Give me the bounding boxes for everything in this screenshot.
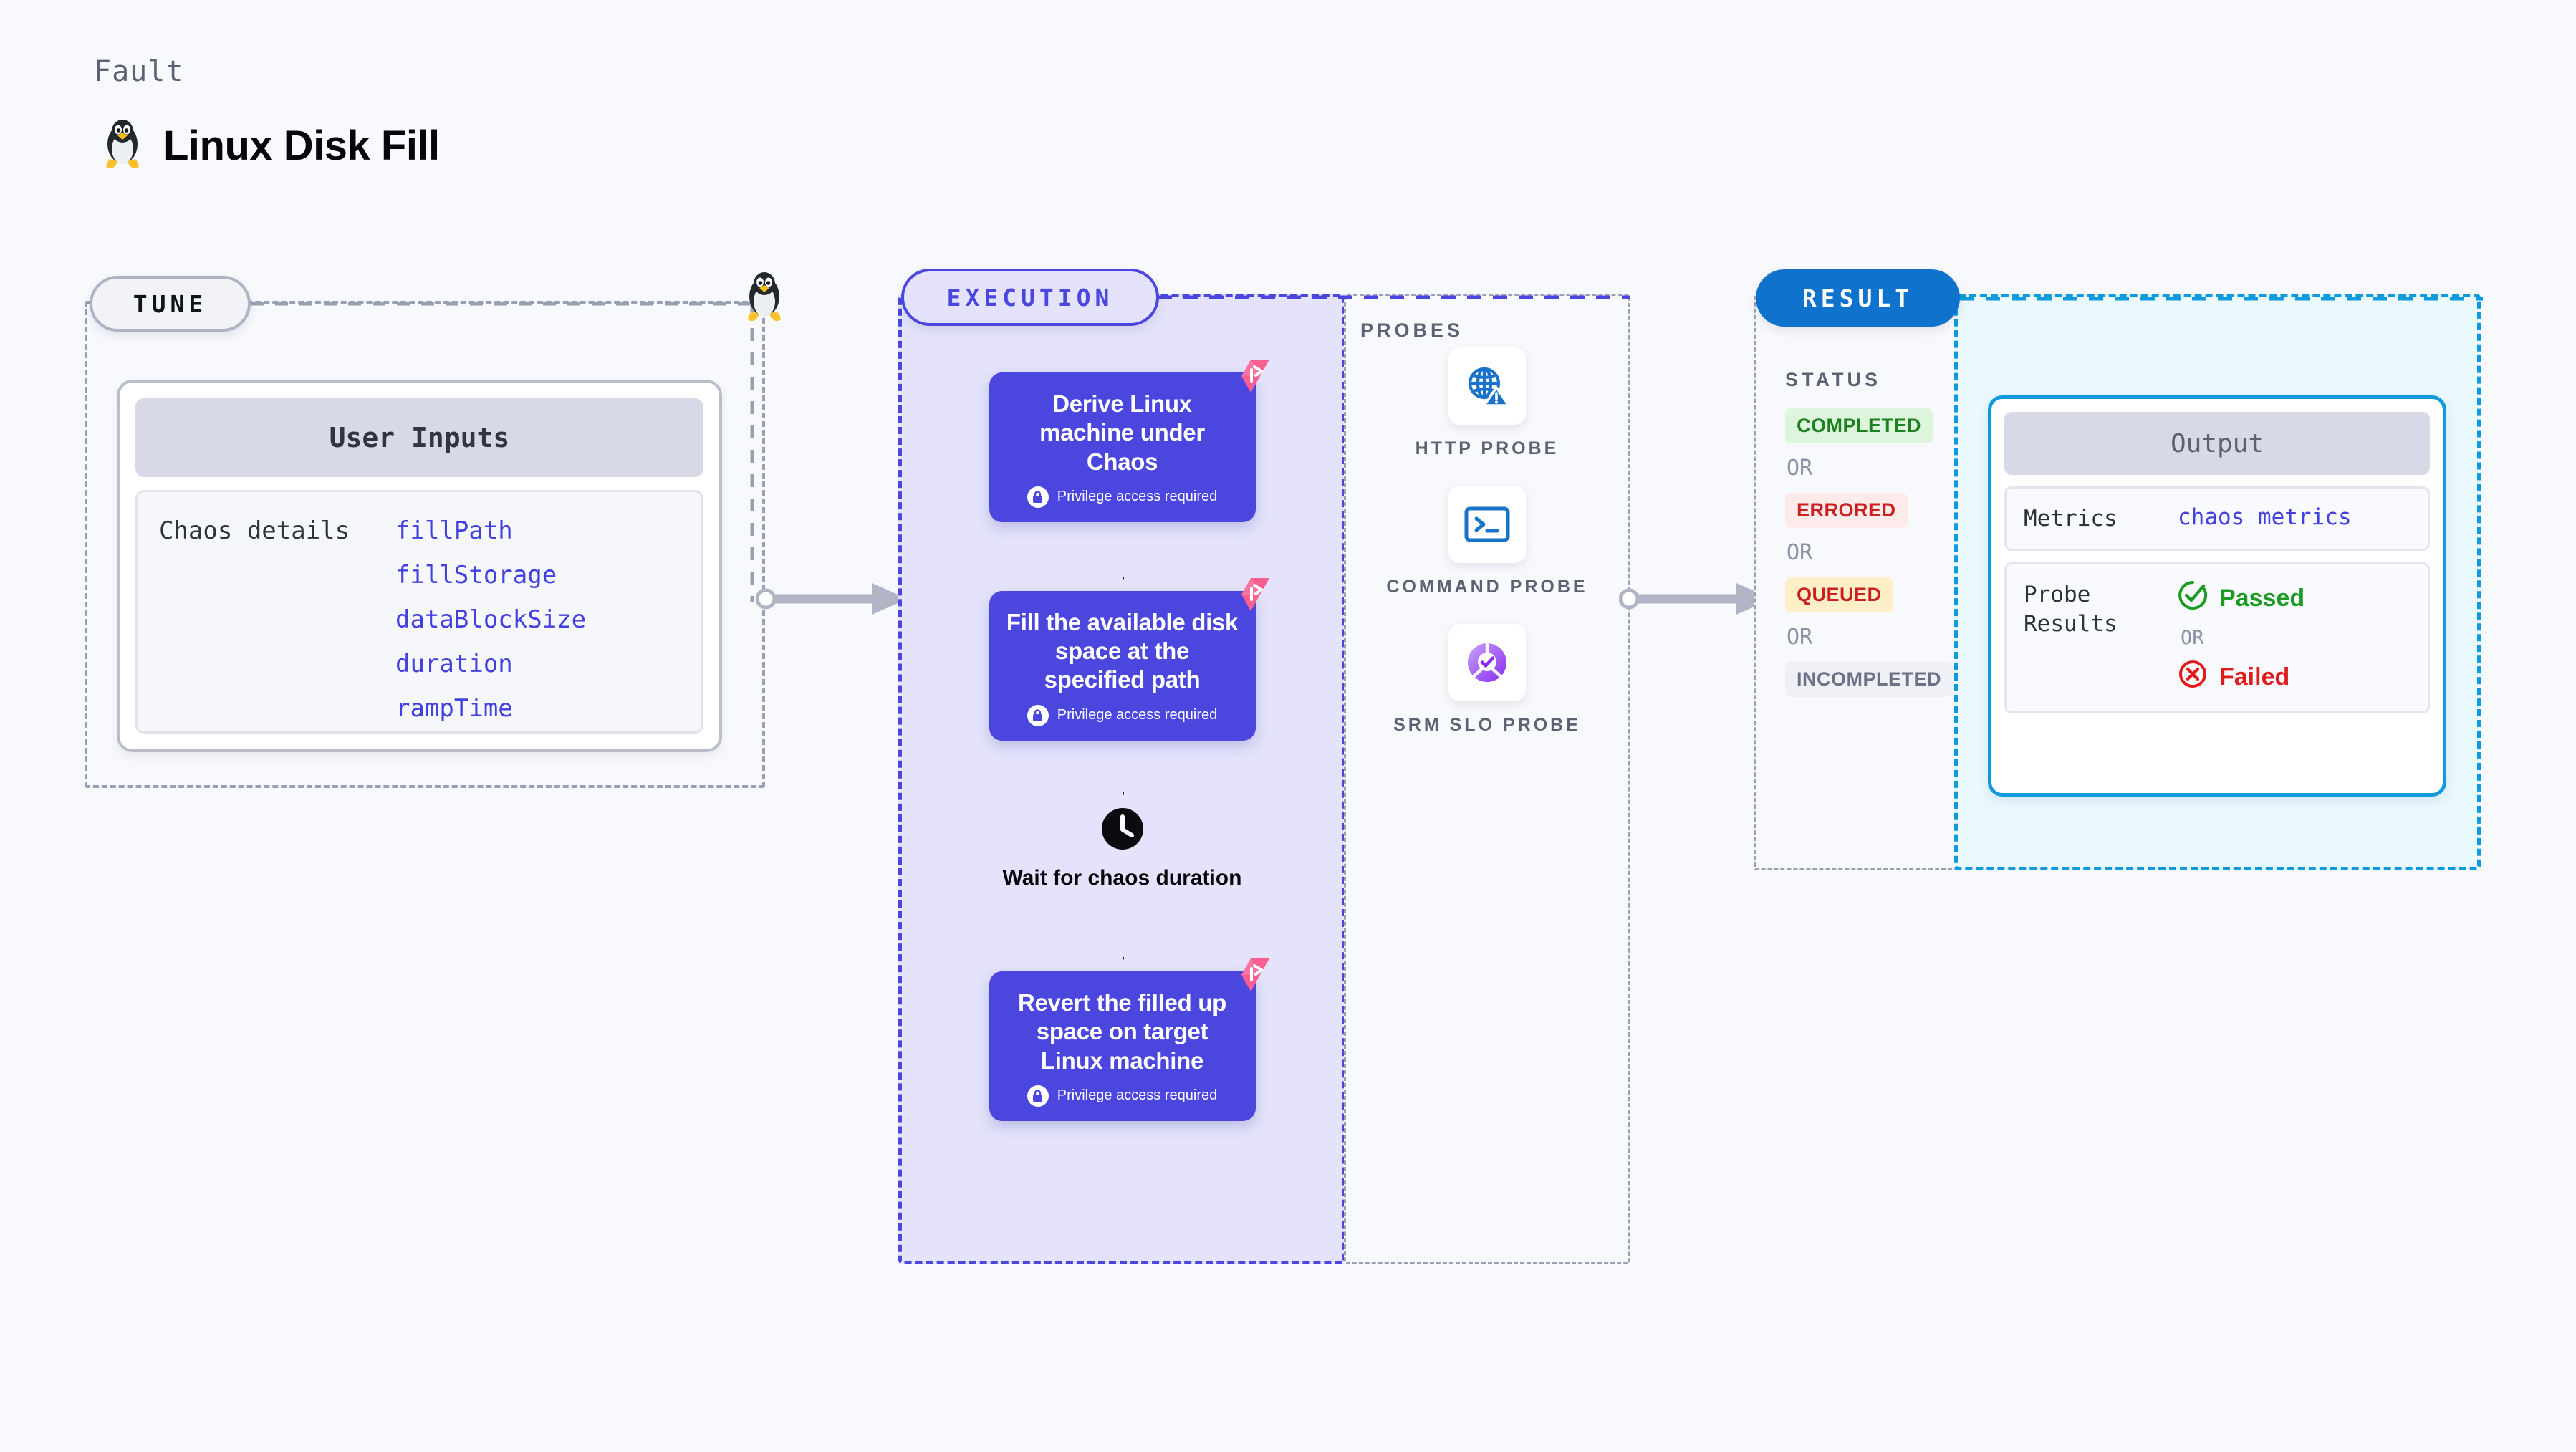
clock-icon [1100, 807, 1145, 855]
execution-flow: Derive Linux machine under Chaos Privile… [898, 360, 1346, 1121]
probe-result-passed: Passed [2178, 580, 2305, 617]
param-fillpath[interactable]: fillPath [395, 516, 513, 545]
status-heading: STATUS [1785, 369, 1881, 390]
failed-text: Failed [2219, 663, 2290, 691]
output-card: Output Metrics chaos metrics Probe Resul… [1988, 395, 2446, 797]
fault-kicker-label: Fault [94, 55, 184, 88]
param-fillstorage[interactable]: fillStorage [395, 561, 557, 590]
privilege-text: Privilege access required [1057, 489, 1218, 505]
result-top-dashed-line [1960, 297, 2483, 301]
metrics-label: Metrics [2024, 506, 2118, 532]
execution-step-title: Derive Linux machine under Chaos [1039, 390, 1205, 475]
tune-connector-lines [251, 302, 754, 602]
probe-item-srm-slo[interactable]: SRM SLO PROBE [1393, 623, 1581, 738]
privilege-note: Privilege access required [1027, 1085, 1217, 1107]
probes-list: HTTP PROBE COMMAND PROBE [1344, 347, 1630, 737]
metrics-value[interactable]: chaos metrics [2178, 504, 2352, 530]
execution-step-title: Fill the available disk space at the spe… [1006, 608, 1239, 693]
user-inputs-title: User Inputs [135, 398, 703, 477]
linux-penguin-icon [100, 118, 145, 173]
slo-donut-check-icon [1448, 623, 1526, 701]
tune-badge: TUNE [90, 276, 251, 332]
status-column: STATUS COMPLETED OR ERRORED OR QUEUED OR… [1785, 369, 1953, 697]
probe-item-http[interactable]: HTTP PROBE [1416, 347, 1559, 461]
user-inputs-body: Chaos details fillPath fillStorage dataB… [135, 490, 703, 734]
flow-arrow-down [1122, 957, 1124, 961]
probe-result-failed: Failed [2178, 659, 2305, 696]
flow-arrow-down [1122, 792, 1124, 795]
chaos-params-list: fillPath fillStorage dataBlockSize durat… [395, 516, 587, 723]
execution-top-dashed-line [1158, 295, 1630, 299]
or-separator: OR [2181, 627, 2204, 650]
execution-step-card[interactable]: Derive Linux machine under Chaos Privile… [989, 360, 1269, 522]
user-inputs-card: User Inputs Chaos details fillPath fillS… [117, 380, 722, 752]
fault-flag-icon [1230, 575, 1272, 620]
linux-penguin-icon [742, 271, 787, 326]
param-duration[interactable]: duration [395, 650, 513, 678]
probe-results-values: Passed OR Failed [2178, 580, 2305, 696]
privilege-text: Privilege access required [1057, 1087, 1218, 1104]
wait-node-label: Wait for chaos duration [1002, 865, 1242, 890]
execution-badge: EXECUTION [901, 269, 1159, 326]
x-circle-icon [2178, 659, 2208, 696]
chaos-details-label: Chaos details [159, 516, 350, 545]
fault-flag-icon [1230, 357, 1272, 402]
execution-step-card[interactable]: Fill the available disk space at the spe… [989, 577, 1269, 741]
flow-arrow-down [1122, 576, 1124, 580]
output-row-probe-results: Probe Results Passed OR [2004, 562, 2430, 714]
probe-name: COMMAND PROBE [1386, 576, 1588, 597]
globe-warning-icon [1448, 347, 1526, 425]
probes-region [1344, 294, 1630, 1264]
privilege-note: Privilege access required [1027, 486, 1217, 508]
wait-node: Wait for chaos duration [1002, 807, 1242, 892]
lock-icon [1027, 1085, 1049, 1107]
passed-text: Passed [2219, 585, 2305, 612]
privilege-text: Privilege access required [1057, 707, 1218, 723]
probe-name: SRM SLO PROBE [1393, 714, 1581, 735]
fault-title-row: Linux Disk Fill [100, 118, 440, 173]
param-ramptime[interactable]: rampTime [395, 694, 513, 723]
execution-step-card[interactable]: Revert the filled up space on target Lin… [989, 958, 1269, 1121]
output-row-metrics: Metrics chaos metrics [2004, 486, 2430, 552]
status-badge-incompleted: INCOMPLETED [1785, 662, 1953, 697]
fault-flag-icon [1230, 956, 1272, 1001]
execution-step-title: Revert the filled up space on target Lin… [1017, 989, 1227, 1074]
or-separator: OR [1787, 540, 1813, 565]
or-separator: OR [1787, 625, 1813, 650]
privilege-note: Privilege access required [1027, 704, 1218, 726]
probe-item-command[interactable]: COMMAND PROBE [1386, 485, 1588, 600]
terminal-icon [1448, 485, 1526, 563]
probe-results-label: Probe Results [2024, 582, 2118, 637]
status-badge-errored: ERRORED [1785, 493, 1908, 528]
page-title: Linux Disk Fill [163, 122, 440, 169]
probe-name: HTTP PROBE [1415, 438, 1559, 458]
lock-icon [1027, 704, 1049, 726]
probes-section-label: PROBES [1360, 319, 1464, 341]
result-badge: RESULT [1756, 269, 1960, 327]
lock-icon [1027, 486, 1049, 508]
output-title: Output [2004, 412, 2430, 475]
check-circle-icon [2178, 580, 2208, 617]
or-separator: OR [1787, 456, 1813, 481]
status-badge-completed: COMPLETED [1785, 408, 1933, 443]
status-badge-queued: QUEUED [1785, 577, 1893, 612]
param-datablocksize[interactable]: dataBlockSize [395, 605, 587, 634]
